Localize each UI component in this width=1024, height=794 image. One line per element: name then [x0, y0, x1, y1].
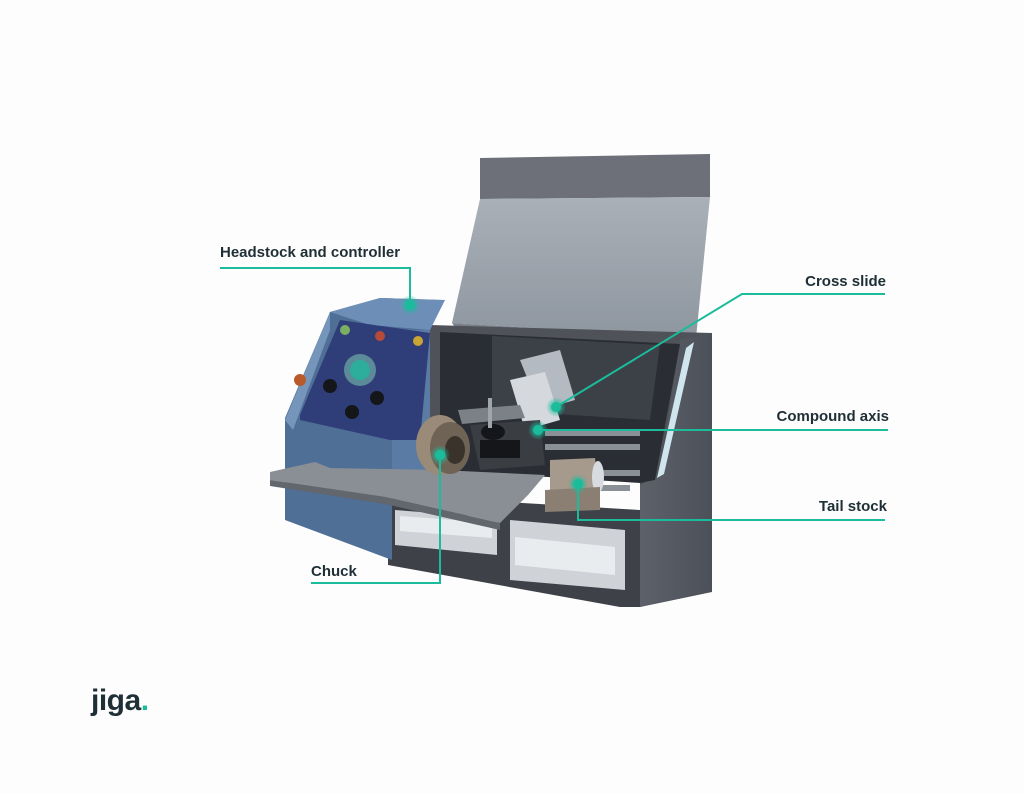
leader-tail-stock: [577, 484, 885, 521]
label-headstock-and-controller: Headstock and controller: [220, 244, 401, 261]
label-tail-stock: Tail stock: [818, 498, 887, 515]
jiga-logo: jiga.: [91, 684, 149, 718]
work-table: [270, 462, 545, 530]
leader-cross-slide: [555, 293, 885, 408]
logo-text: jiga: [91, 684, 141, 717]
label-chuck: Chuck: [311, 563, 357, 580]
machine-lid: [452, 154, 710, 342]
machine-cabinet: [388, 495, 640, 607]
label-compound-axis: Compound axis: [776, 408, 889, 425]
logo-dot: .: [140, 684, 149, 717]
headstock-body: [285, 298, 445, 560]
leader-headstock: [220, 267, 411, 305]
tail-stock: [545, 458, 604, 512]
leader-chuck: [311, 455, 441, 584]
cross-slide-assembly: [458, 350, 575, 470]
leader-lines: [220, 267, 888, 584]
label-cross-slide: Cross slide: [805, 273, 886, 290]
hotspots: [400, 295, 588, 494]
